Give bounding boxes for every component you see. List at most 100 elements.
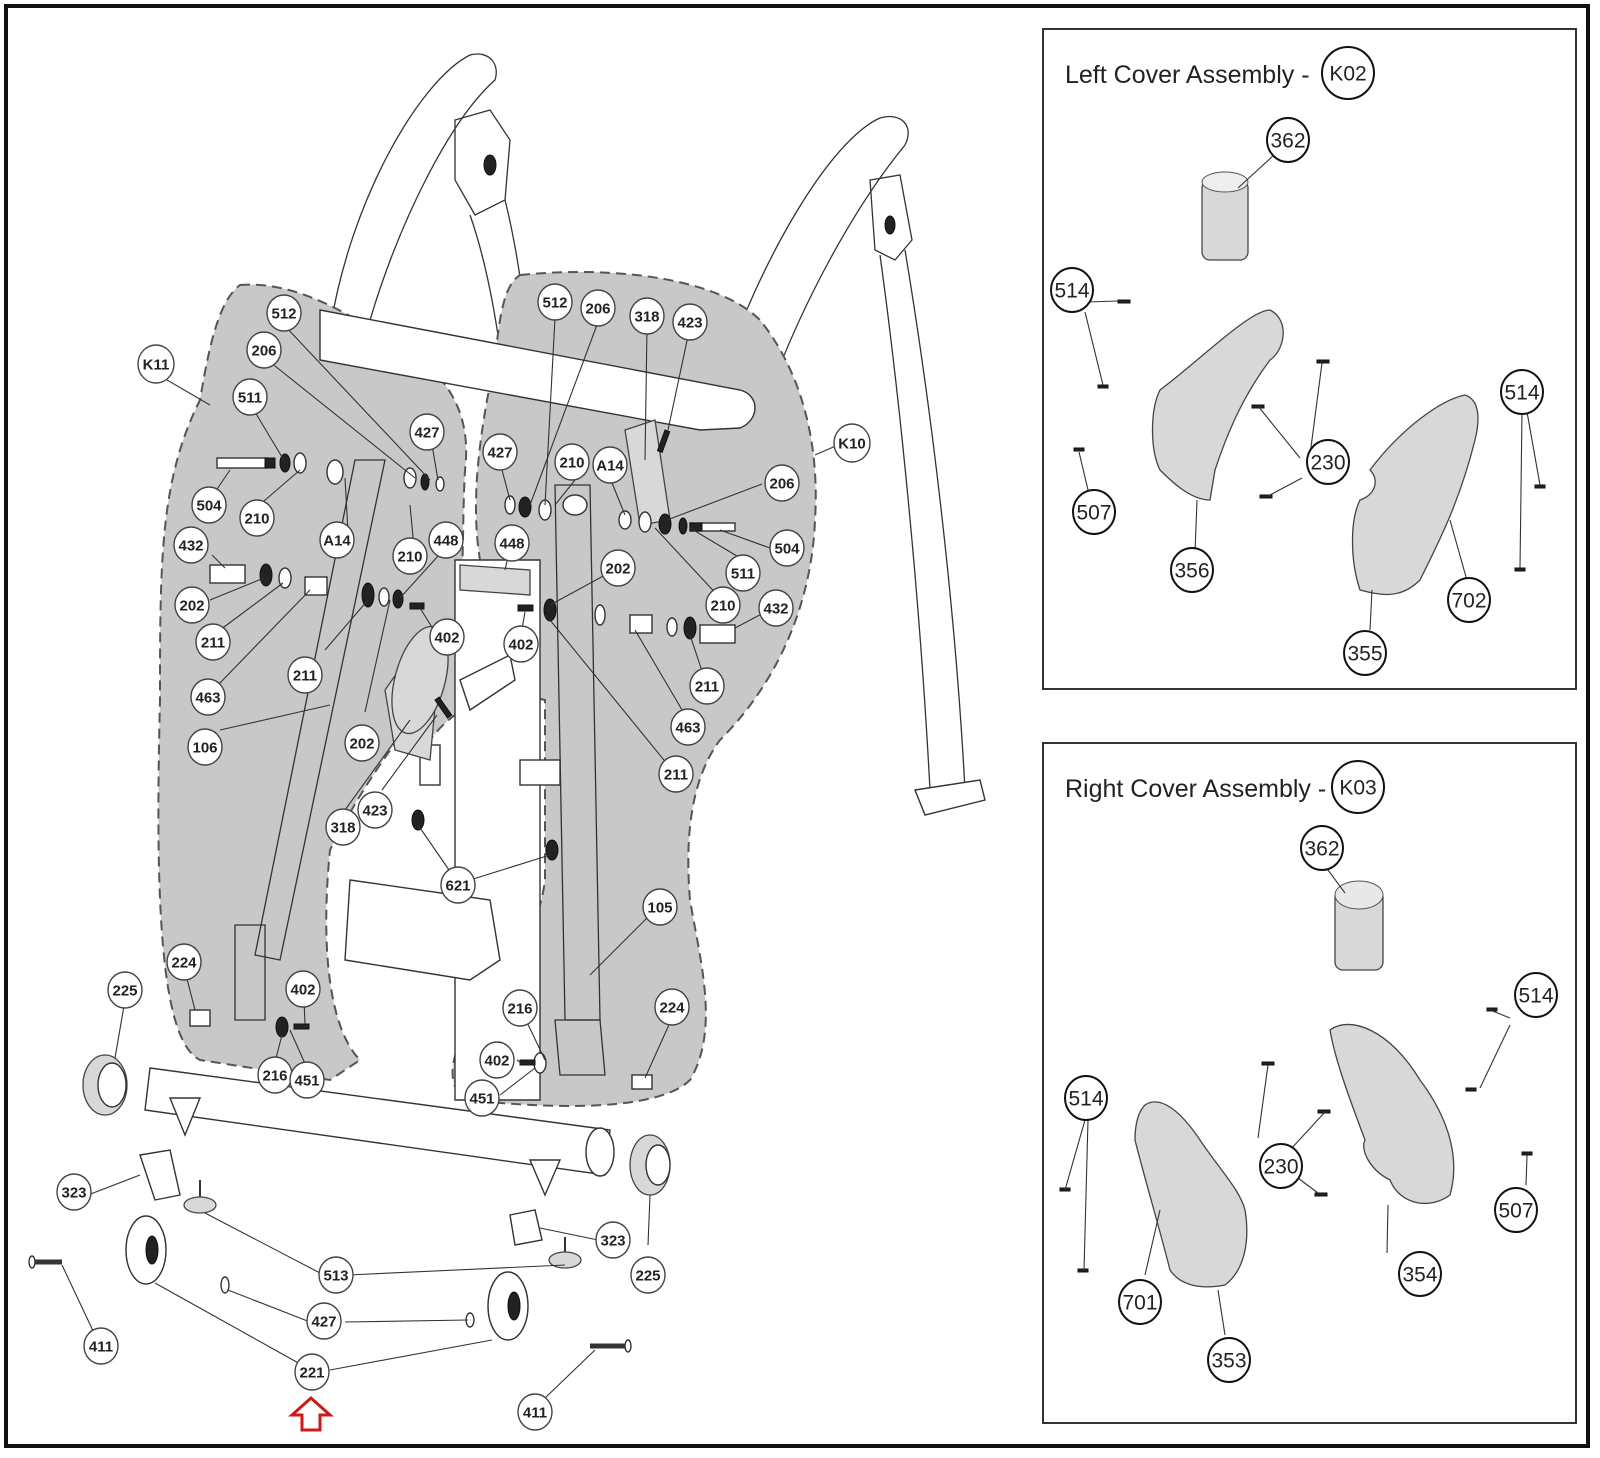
main-callouts: K11K10512206511504210432202211463A144272… — [56, 283, 871, 1431]
callout-circle — [1259, 1143, 1303, 1189]
callout-label: 230 — [1263, 1156, 1298, 1179]
callout-label: 216 — [507, 1001, 532, 1018]
callout-318: 318 — [325, 808, 361, 846]
callout-label: 448 — [499, 536, 524, 553]
callout-circle — [137, 344, 175, 384]
callout-circle — [409, 413, 445, 451]
screw-230 — [1316, 359, 1330, 364]
callout-514: 514 — [1500, 369, 1544, 415]
callout-362: 362 — [1300, 825, 1344, 871]
pedal-arm-left — [254, 459, 386, 961]
callout-circle — [1306, 439, 1350, 485]
leader-lines — [61, 317, 839, 1399]
callout-label: 211 — [695, 679, 719, 696]
callout-circle — [357, 791, 393, 829]
callout-511: 511 — [232, 378, 268, 416]
callout-label: 210 — [559, 455, 584, 472]
callout-504: 504 — [769, 529, 805, 567]
callout-circle — [440, 866, 476, 904]
callout-circle — [705, 586, 741, 624]
callout-label: 353 — [1211, 1350, 1246, 1373]
callout-circle — [191, 486, 227, 524]
right-cover-outer-353 — [1134, 1101, 1248, 1288]
callout-label: 448 — [433, 533, 458, 550]
cup-holder-362 — [1334, 880, 1384, 971]
callout-label: 511 — [731, 566, 755, 583]
callout-circle — [344, 724, 380, 762]
callout-label: 211 — [201, 635, 225, 652]
callout-label: 451 — [294, 1073, 319, 1090]
callout-circle — [580, 289, 616, 327]
callout-circle — [318, 1256, 354, 1294]
callout-circle — [428, 521, 464, 559]
leveling-foot-left — [183, 1180, 217, 1214]
callout-circle — [1207, 1337, 1251, 1383]
callout-507: 507 — [1494, 1187, 1538, 1233]
callout-circle — [173, 526, 209, 564]
callout-106: 106 — [187, 728, 223, 766]
callout-label: 423 — [677, 315, 702, 332]
callout-circle — [537, 283, 573, 321]
callout-210: 210 — [554, 443, 590, 481]
callout-514: 514 — [1514, 972, 1558, 1018]
callout-circle — [1398, 1251, 1442, 1297]
callout-216: 216 — [502, 989, 538, 1027]
callout-circle — [190, 678, 226, 716]
callout-label: 423 — [362, 803, 387, 820]
pivot-hardware-left — [189, 452, 453, 1038]
callout-a14: A14 — [592, 446, 628, 484]
callout-circle — [289, 1061, 325, 1099]
callout-label: 512 — [542, 295, 567, 312]
callout-circle — [56, 1173, 92, 1211]
callout-504: 504 — [191, 486, 227, 524]
callout-210: 210 — [239, 499, 275, 537]
callout-701: 701 — [1118, 1279, 1162, 1325]
callout-621: 621 — [440, 866, 476, 904]
right-cover-code-circle — [1331, 760, 1385, 814]
callout-circle — [1447, 577, 1491, 623]
callout-427: 427 — [482, 433, 518, 471]
callout-label: A14 — [596, 458, 624, 475]
left-cover-code: K02 — [1329, 63, 1366, 86]
callout-402: 402 — [429, 618, 465, 656]
callout-label: 402 — [434, 630, 459, 647]
left-cover-panel-box — [1042, 28, 1577, 690]
callout-circle — [654, 988, 690, 1026]
callout-label: 225 — [635, 1268, 660, 1285]
callout-label: 362 — [1270, 130, 1305, 153]
callout-210: 210 — [705, 586, 741, 624]
right-cover-inner-354 — [1329, 1023, 1455, 1205]
callout-circle — [517, 1393, 553, 1431]
callout-label: 210 — [397, 549, 422, 566]
callout-label: 702 — [1451, 590, 1486, 613]
callout-label: 432 — [763, 601, 788, 618]
callout-circle — [758, 589, 794, 627]
callout-circle — [833, 423, 871, 463]
callout-label: 511 — [238, 390, 262, 407]
callout-label: 463 — [195, 690, 220, 707]
callout-507: 507 — [1072, 489, 1116, 535]
callout-circle — [479, 1041, 515, 1079]
callout-label: 211 — [664, 767, 688, 784]
callout-label: 105 — [647, 900, 672, 917]
callout-211: 211 — [689, 667, 725, 705]
bolt-411-left — [28, 1255, 62, 1269]
screw-514 — [1514, 567, 1526, 572]
end-cap-left — [82, 1054, 128, 1116]
callout-224: 224 — [166, 943, 202, 981]
callout-circle — [174, 586, 210, 624]
callout-circle — [239, 499, 275, 537]
callout-label: 318 — [330, 820, 355, 837]
callout-356: 356 — [1170, 547, 1214, 593]
callout-label: 621 — [445, 878, 470, 895]
callout-circle — [1266, 117, 1310, 163]
left-cover-code-circle — [1321, 46, 1375, 100]
pivot-hardware-right — [411, 429, 736, 1090]
callout-511: 511 — [725, 554, 761, 592]
bracket-right — [509, 1209, 543, 1246]
callout-432: 432 — [758, 589, 794, 627]
callout-circle — [630, 1256, 666, 1294]
callout-circle — [689, 667, 725, 705]
central-frame — [344, 559, 561, 1101]
callout-105: 105 — [642, 888, 678, 926]
